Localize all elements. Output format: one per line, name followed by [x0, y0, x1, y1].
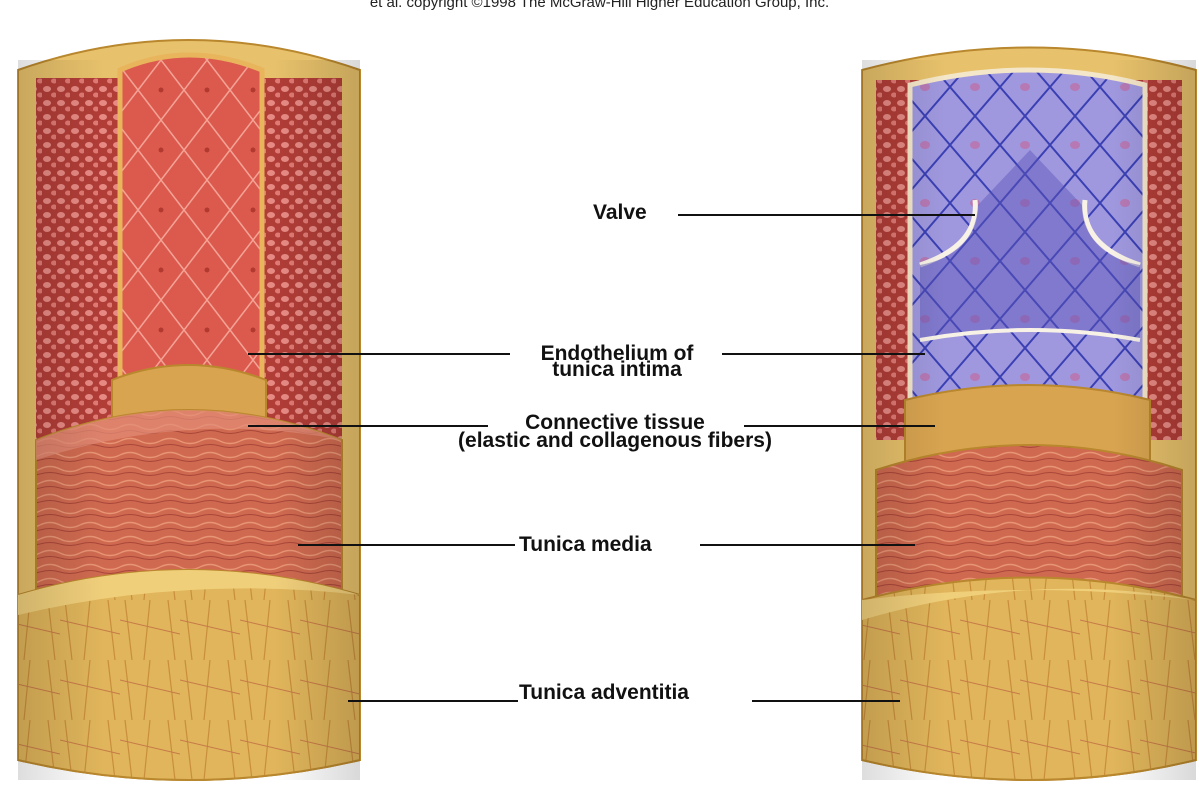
valve-label: Valve	[593, 203, 647, 223]
endothelium-label: Endothelium of tunica intima	[512, 344, 722, 380]
tunica-adventitia-label: Tunica adventitia	[519, 683, 689, 703]
tunica-media-label: Tunica media	[519, 535, 652, 555]
vein-illustration	[862, 48, 1196, 781]
connective-tissue-label: Connective tissue (elastic and collageno…	[400, 413, 830, 451]
artery-illustration	[18, 40, 360, 780]
connective-tissue-label-line2: (elastic and collagenous fibers)	[400, 431, 830, 451]
